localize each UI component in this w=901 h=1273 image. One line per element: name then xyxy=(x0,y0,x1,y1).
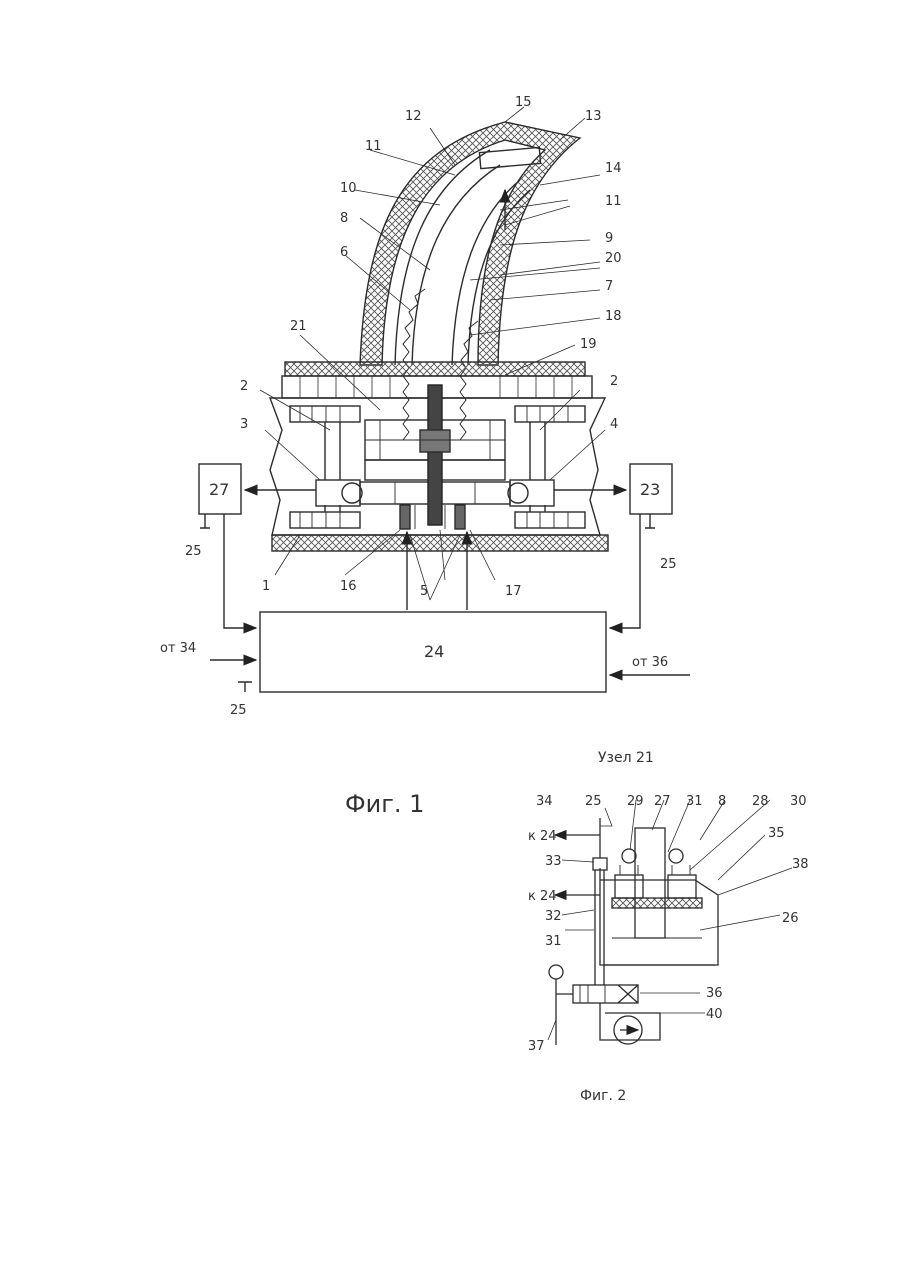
label-17: 17 xyxy=(505,584,522,599)
input-label-from-34: от 34 xyxy=(160,641,196,656)
beam-right-4 xyxy=(510,480,554,506)
label-11-right: 11 xyxy=(605,194,622,209)
beam-left-3 xyxy=(316,480,360,506)
cylinder-left-bottom xyxy=(290,512,360,528)
label-33: 33 xyxy=(545,854,562,869)
label-2-right: 2 xyxy=(610,374,618,389)
node-stem-8 xyxy=(635,828,665,938)
label-40: 40 xyxy=(706,1007,723,1022)
line-27-to-24 xyxy=(224,514,256,628)
block-23-label: 23 xyxy=(640,480,660,499)
label-9: 9 xyxy=(605,231,613,246)
gauge-line xyxy=(556,979,573,1045)
figure-2-labels: Узел 21 34 25 29 27 31 8 28 30 35 38 33 … xyxy=(528,750,809,1104)
label-28: 28 xyxy=(752,794,769,809)
label-to-24-top: к 24 xyxy=(528,829,557,844)
cylinder-left-top xyxy=(290,406,360,422)
cylinder-right-bottom xyxy=(515,512,585,528)
rods-left xyxy=(325,422,340,512)
label-7: 7 xyxy=(605,279,613,294)
ground-27 xyxy=(200,514,210,528)
valve-lines xyxy=(580,985,605,1003)
sensor-28 xyxy=(669,849,683,863)
label-26: 26 xyxy=(782,911,799,926)
label-31-top: 31 xyxy=(686,794,703,809)
label-25-bottom: 25 xyxy=(230,703,247,718)
label-38: 38 xyxy=(792,857,809,872)
label-14: 14 xyxy=(605,161,622,176)
block-27-label: 27 xyxy=(209,480,229,499)
label-25-left: 25 xyxy=(185,544,202,559)
base-plate-hatched xyxy=(272,535,608,551)
fork-right xyxy=(455,505,465,529)
label-18: 18 xyxy=(605,309,622,324)
pump-loop xyxy=(600,1003,660,1040)
node-cup-left xyxy=(615,875,643,898)
label-5: 5 xyxy=(420,584,428,599)
node-plate-26 xyxy=(612,898,702,908)
figure-2-caption: Фиг. 2 xyxy=(580,1088,626,1104)
line-23-to-24 xyxy=(610,514,640,628)
hinge-left xyxy=(342,483,362,503)
figure-2 xyxy=(548,800,792,1045)
rods-right xyxy=(530,422,545,512)
central-post xyxy=(428,385,442,525)
label-3: 3 xyxy=(240,417,248,432)
input-label-from-36: от 36 xyxy=(632,655,668,670)
control-unit-label: 24 xyxy=(424,642,444,661)
label-16: 16 xyxy=(340,579,357,594)
label-34: 34 xyxy=(536,794,553,809)
leader-lines-fig2 xyxy=(548,800,792,1040)
figure-2-title: Узел 21 xyxy=(598,750,654,766)
label-10: 10 xyxy=(340,181,357,196)
electrode-chain-right xyxy=(460,321,478,440)
label-20: 20 xyxy=(605,251,622,266)
label-8: 8 xyxy=(340,211,348,226)
label-25: 25 xyxy=(585,794,602,809)
figure-1-caption: Фиг. 1 xyxy=(345,790,424,818)
ground-24 xyxy=(238,682,252,692)
label-36: 36 xyxy=(706,986,723,1001)
label-13: 13 xyxy=(585,109,602,124)
hinge-right xyxy=(508,483,528,503)
sensor-29 xyxy=(622,849,636,863)
label-2-left: 2 xyxy=(240,379,248,394)
label-21: 21 xyxy=(290,319,307,334)
label-35: 35 xyxy=(768,826,785,841)
node-cup-right xyxy=(668,875,696,898)
gauge-37 xyxy=(549,965,563,979)
label-32: 32 xyxy=(545,909,562,924)
node-housing-38 xyxy=(600,868,718,965)
label-30: 30 xyxy=(790,794,807,809)
label-6: 6 xyxy=(340,245,348,260)
fork-left xyxy=(400,505,410,529)
label-27: 27 xyxy=(654,794,671,809)
post-head xyxy=(420,430,450,452)
label-8: 8 xyxy=(718,794,726,809)
label-29: 29 xyxy=(627,794,644,809)
label-37: 37 xyxy=(528,1039,545,1054)
label-12: 12 xyxy=(405,109,422,124)
roof-slab xyxy=(285,362,585,376)
label-25-right: 25 xyxy=(660,557,677,572)
label-1: 1 xyxy=(262,579,270,594)
ground-23 xyxy=(645,514,655,528)
label-4: 4 xyxy=(610,417,618,432)
valve-cross xyxy=(618,985,638,1003)
label-31-bottom: 31 xyxy=(545,934,562,949)
label-15: 15 xyxy=(515,95,532,110)
label-to-24-mid: к 24 xyxy=(528,889,557,904)
label-11-top: 11 xyxy=(365,139,382,154)
label-19: 19 xyxy=(580,337,597,352)
